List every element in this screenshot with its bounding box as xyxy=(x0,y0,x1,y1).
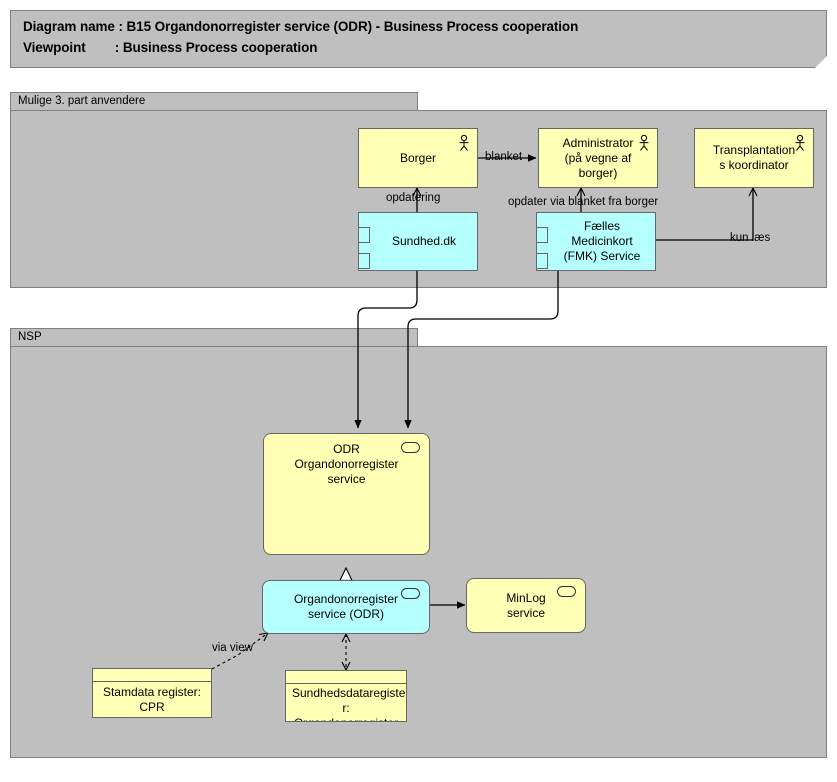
node-transplantation-koordinator[interactable]: Transplantation s koordinator xyxy=(694,128,814,188)
edge-label-blanket: blanket xyxy=(485,151,523,163)
edge-label-via-view: via view xyxy=(212,642,253,654)
edge-label-opdatering: opdatering xyxy=(386,192,441,204)
edge-label-kun-laes: kun læs xyxy=(730,232,771,244)
node-stamdata-cpr[interactable]: Stamdata register: CPR xyxy=(92,668,212,718)
node-odr-service[interactable]: ODR Organdonorregister service xyxy=(263,433,430,555)
actor-icon xyxy=(639,135,649,151)
node-odr-app-service-label: Organdonorregister service (ODR) xyxy=(293,592,399,621)
node-sundhedsdataregister-odr-label: Sundhedsdataregiste r: Organdonorregiste… xyxy=(292,686,406,721)
component-icon xyxy=(537,227,548,243)
node-odr-service-label: ODR Organdonorregister service xyxy=(294,442,399,486)
viewpoint-line: Viewpoint : Business Process cooperation xyxy=(23,40,318,55)
node-sundhed-dk-label: Sundhed.dk xyxy=(391,234,457,248)
node-borger-label: Borger xyxy=(399,150,437,165)
node-fmk-service-label: Fælles Medicinkort (FMK) Service xyxy=(563,219,641,263)
node-minlog-service-label: MinLog service xyxy=(506,590,546,620)
group-nsp-label: NSP xyxy=(10,328,418,347)
node-borger[interactable]: Borger xyxy=(358,128,478,188)
node-transplantation-koordinator-label: Transplantation s koordinator xyxy=(712,143,796,172)
actor-icon xyxy=(795,135,805,151)
service-icon xyxy=(401,588,420,599)
service-icon xyxy=(401,442,420,453)
actor-icon xyxy=(459,135,469,151)
node-administrator[interactable]: Administrator (på vegne af borger) xyxy=(538,128,658,188)
service-icon xyxy=(557,586,576,597)
node-minlog-service[interactable]: MinLog service xyxy=(466,578,586,633)
node-sundhedsdataregister-odr[interactable]: Sundhedsdataregiste r: Organdonorregiste… xyxy=(285,670,407,722)
component-icon xyxy=(537,253,548,269)
edge-label-opdater-via-blanket: opdater via blanket fra borger xyxy=(508,196,659,208)
component-icon xyxy=(359,227,370,243)
banner-fold-corner xyxy=(815,56,827,68)
data-object-header xyxy=(286,671,406,684)
diagram-title-banner: Diagram name : B15 Organdonorregister se… xyxy=(10,10,827,68)
node-sundhed-dk[interactable]: Sundhed.dk xyxy=(358,212,478,271)
node-stamdata-cpr-label: Stamdata register: CPR xyxy=(102,685,202,714)
diagram-name-line: Diagram name : B15 Organdonorregister se… xyxy=(23,19,579,34)
node-odr-app-service[interactable]: Organdonorregister service (ODR) xyxy=(262,580,430,634)
node-administrator-label: Administrator (på vegne af borger) xyxy=(562,135,634,180)
node-fmk-service[interactable]: Fælles Medicinkort (FMK) Service xyxy=(536,212,656,271)
component-icon xyxy=(359,253,370,269)
data-object-header xyxy=(93,669,211,682)
group-third-party-label: Mulige 3. part anvendere xyxy=(10,92,418,111)
